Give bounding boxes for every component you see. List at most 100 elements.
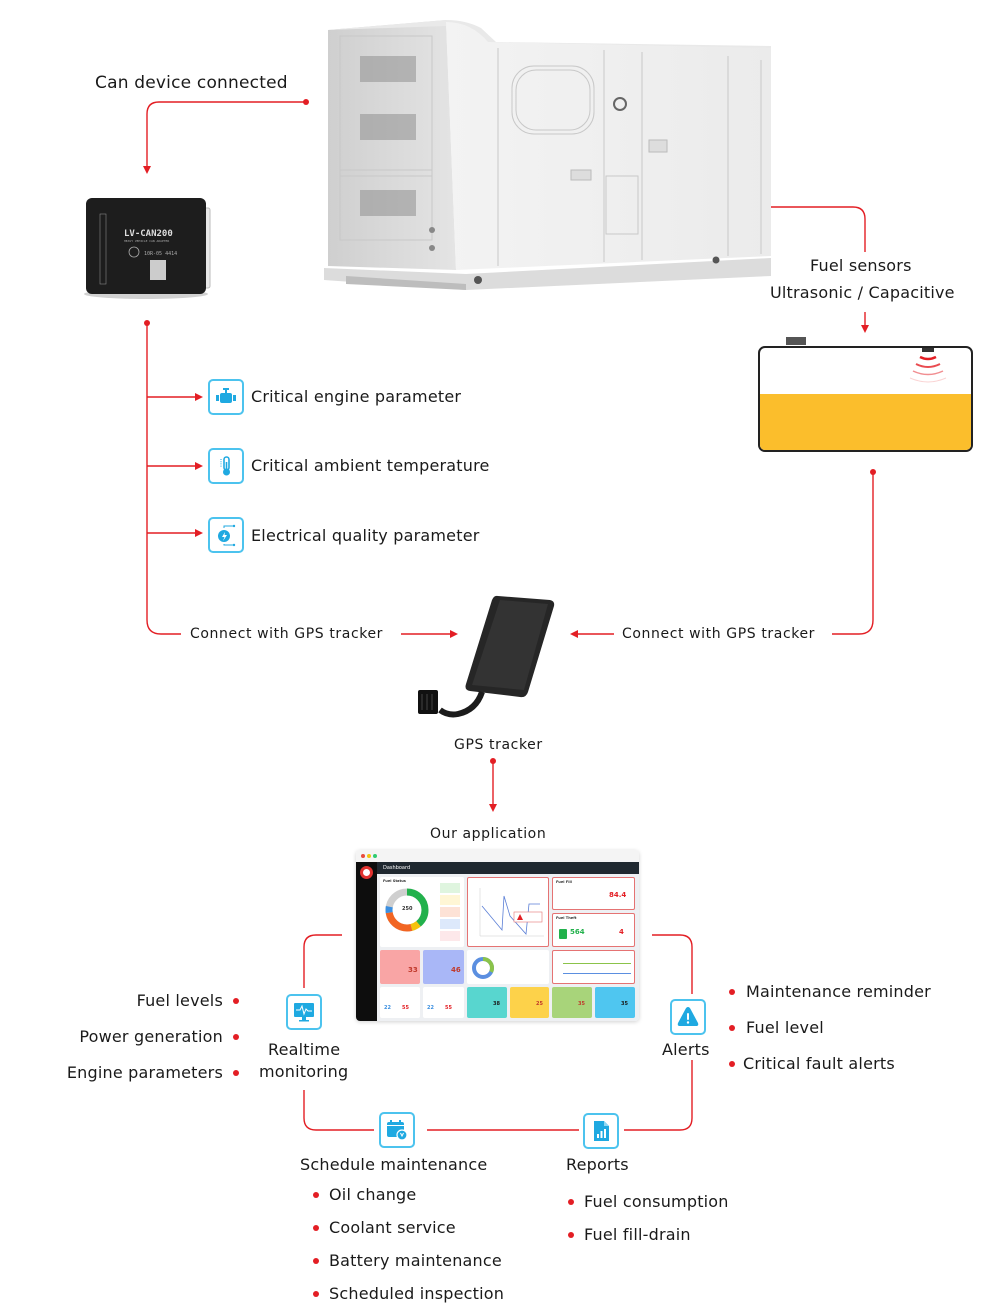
dashboard-header: Dashboard	[377, 862, 639, 874]
app-logo	[360, 866, 373, 879]
maintenance-tile	[379, 1112, 415, 1148]
fuel-status-total: 250	[402, 906, 413, 912]
electrical-icon	[218, 524, 236, 547]
job-information-card[interactable]	[467, 950, 549, 984]
ultrasonic-wave-icon	[909, 348, 947, 383]
reports-item-1: Fuel consumption	[584, 1192, 729, 1211]
fuel-fill-card[interactable]: Fuel Fill 84.4	[552, 877, 635, 910]
maintenance-value-2: 55	[402, 1005, 409, 1011]
monitoring-label-line2: monitoring	[259, 1062, 349, 1081]
dot-gps-bottom	[490, 758, 496, 764]
svg-text:10R-05 4414: 10R-05 4414	[144, 251, 177, 257]
fuel-level-fill	[760, 393, 971, 450]
bullet-icon	[313, 1225, 319, 1231]
engine-parameter-tile	[208, 379, 244, 415]
window-close-dot	[361, 854, 365, 858]
fuel-sensor-types-label: Ultrasonic / Capacitive	[770, 283, 955, 302]
thermometer-icon	[220, 456, 230, 476]
maintenance-card-1[interactable]: 22 55	[380, 987, 420, 1018]
gps-tracker-label: GPS tracker	[454, 737, 543, 753]
warning-icon	[677, 1007, 699, 1026]
temperature-card[interactable]: 35	[595, 987, 635, 1018]
generator-image	[324, 20, 771, 290]
bullet-icon	[313, 1258, 319, 1264]
temperature-parameter-label: Critical ambient temperature	[251, 456, 490, 475]
start-stop-card[interactable]: 25	[510, 987, 549, 1018]
harsh-driving-card[interactable]: 46	[423, 950, 464, 984]
overspeed-card[interactable]: 33	[380, 950, 420, 984]
ac-monitor-card[interactable]: 38	[467, 987, 507, 1018]
connect-gps-left-label: Connect with GPS tracker	[190, 626, 384, 642]
line-tank-trunk	[832, 472, 874, 635]
fuel-fill-title: Fuel Fill	[556, 880, 572, 884]
bullet-icon	[729, 989, 735, 995]
window-minimize-dot	[367, 854, 371, 858]
gps-tracker-image	[418, 595, 555, 718]
monitoring-item-text: Engine parameters	[66, 1063, 223, 1082]
line-can-trunk	[146, 323, 181, 635]
monitoring-item-2: Power generation	[79, 1027, 223, 1046]
bullet-icon	[233, 1034, 239, 1040]
alerts-item-1: Maintenance reminder	[746, 982, 931, 1001]
fuel-chart-card[interactable]	[467, 877, 549, 947]
our-application-label: Our application	[430, 826, 547, 842]
window-bar	[356, 850, 639, 862]
monitoring-item-3: Engine parameters	[67, 1063, 223, 1082]
fuel-theft-secondary-value: 4	[619, 928, 624, 936]
alerts-item-3: Critical fault alerts	[743, 1054, 895, 1073]
tank-cap-icon	[786, 337, 806, 345]
line-generator-to-can	[143, 101, 305, 174]
dashboard-body: Fuel Status 250	[377, 874, 639, 1021]
can-device-connected-label: Can device connected	[95, 73, 288, 93]
engine-value: 35	[578, 1001, 585, 1007]
bullet-icon	[729, 1025, 735, 1031]
monitoring-tile	[286, 994, 322, 1030]
line-loop-bottom-left	[303, 1090, 374, 1131]
harsh-value: 46	[451, 966, 461, 974]
maintenance-value-4: 55	[445, 1005, 452, 1011]
can-model-text: LV-CAN200	[124, 229, 173, 239]
fuel-theft-card[interactable]: Fuel Theft 564 4	[552, 913, 635, 947]
window-maximize-dot	[373, 854, 377, 858]
maintenance-label: Schedule maintenance	[300, 1155, 488, 1174]
temperature-parameter-tile	[208, 448, 244, 484]
bullet-icon	[568, 1199, 574, 1205]
bullet-icon	[233, 998, 239, 1004]
dashboard-sidebar	[356, 862, 377, 1021]
maintenance-value-1: 22	[384, 1005, 391, 1011]
connect-gps-right-label: Connect with GPS tracker	[622, 626, 816, 642]
maintenance-item-2: Coolant service	[329, 1218, 456, 1237]
monitor-icon	[294, 1003, 314, 1022]
start-stop-value: 25	[536, 1001, 543, 1007]
fuel-sensors-label: Fuel sensors	[810, 256, 912, 275]
fuel-price-card[interactable]	[552, 950, 635, 984]
bullet-icon	[729, 1061, 735, 1067]
dot-tank-bottom	[870, 469, 876, 475]
temperature-value: 35	[621, 1001, 628, 1007]
maintenance-item-4: Scheduled inspection	[329, 1284, 505, 1303]
engine-card[interactable]: 35	[552, 987, 592, 1018]
line-loop-top-left	[303, 934, 342, 988]
fuel-theft-value: 564	[570, 928, 585, 936]
can-device-image: LV-CAN200 HEAVY VEHICLE CAN ADAPTER 10R-…	[84, 198, 211, 299]
reports-tile	[583, 1113, 619, 1149]
reports-label: Reports	[566, 1155, 629, 1174]
monitoring-item-text: Fuel levels	[136, 991, 223, 1010]
application-dashboard[interactable]: Dashboard Fuel Status 250	[356, 850, 639, 1021]
monitoring-item-1: Fuel levels	[137, 991, 223, 1010]
svg-text:HEAVY VEHICLE CAN ADAPTER: HEAVY VEHICLE CAN ADAPTER	[124, 239, 169, 243]
maintenance-value-3: 22	[427, 1005, 434, 1011]
alerts-tile	[670, 999, 706, 1035]
maintenance-card-2[interactable]: 22 55	[423, 987, 464, 1018]
ac-value: 38	[493, 1001, 500, 1007]
fuel-status-card[interactable]: Fuel Status 250	[380, 877, 464, 947]
fuel-line-chart	[479, 888, 544, 937]
bullet-icon	[233, 1070, 239, 1076]
monitoring-item-text: Power generation	[79, 1027, 223, 1046]
fuel-fill-value: 84.4	[609, 891, 627, 899]
reports-item-2: Fuel fill-drain	[584, 1225, 691, 1244]
line-loop-top-right	[652, 934, 693, 994]
fuel-theft-title: Fuel Theft	[556, 916, 577, 920]
fuel-status-title: Fuel Status	[383, 879, 406, 883]
line-loop-bottom-right	[624, 1060, 693, 1131]
